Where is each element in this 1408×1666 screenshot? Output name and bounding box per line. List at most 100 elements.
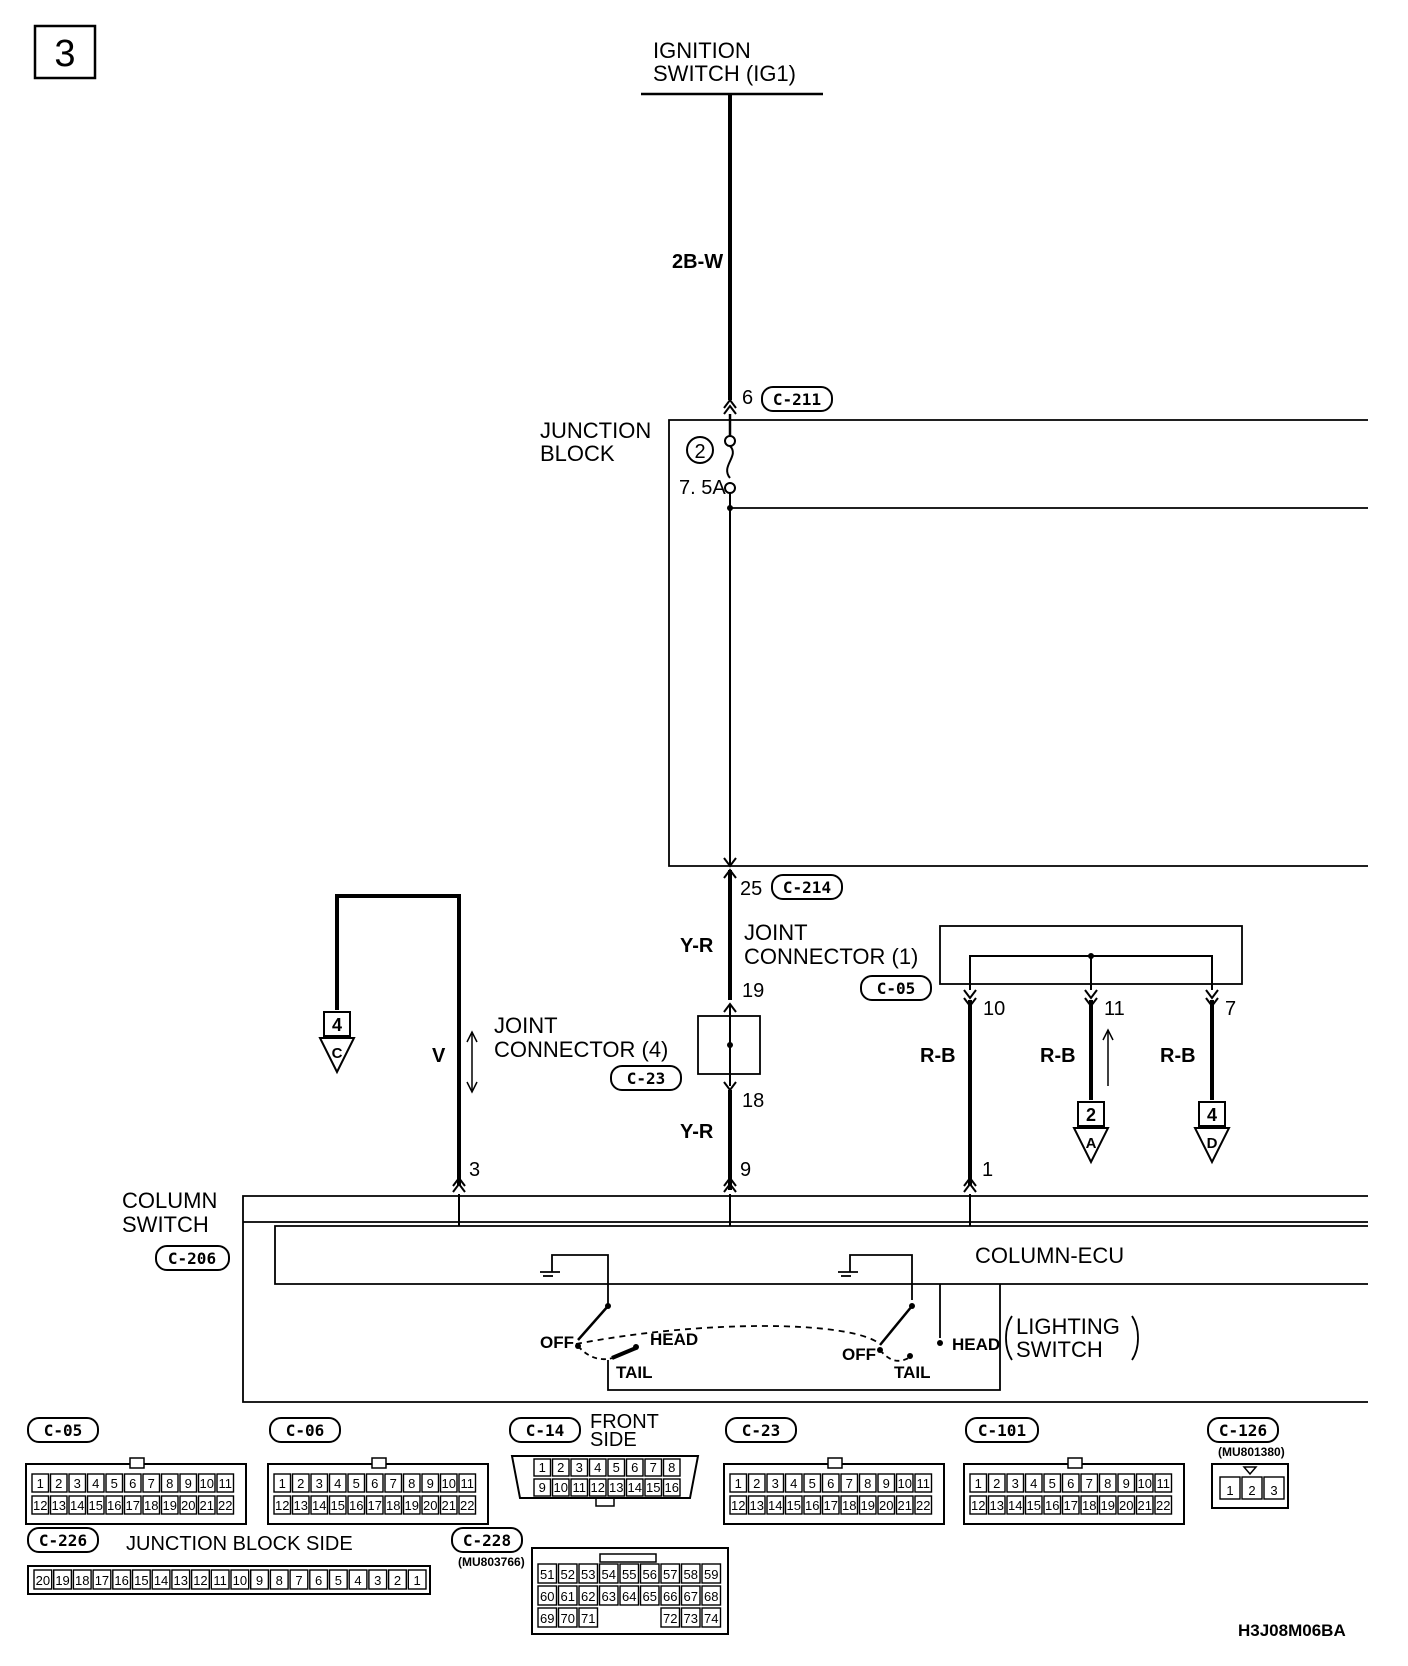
cv-c101-pin-17: 17 [1064,1498,1078,1513]
cv-c226-pin-19: 19 [55,1573,69,1588]
cv-c23-pin-6: 6 [827,1476,834,1491]
cv-c23-pin-13: 13 [750,1498,764,1513]
cv-c101-pin-15: 15 [1027,1498,1041,1513]
cv-c226-pin-16: 16 [114,1573,128,1588]
cv-c05-pin-11: 11 [219,1476,233,1491]
cv-c228-pin-61: 61 [561,1589,575,1604]
cv-c05-pin-20: 20 [181,1498,195,1513]
cv-c226-pin-15: 15 [134,1573,148,1588]
cv-c101-pin-7: 7 [1086,1476,1093,1491]
cv-c23-pin-18: 18 [842,1498,856,1513]
cv-c05-pin-12: 12 [33,1498,47,1513]
cv-c101-pin-6: 6 [1067,1476,1074,1491]
cv-c06-pin-10: 10 [442,1476,456,1491]
cv-c14-pin-4: 4 [594,1460,601,1475]
ignition-label-1: IGNITION [653,38,751,63]
cv-c101-pin-9: 9 [1123,1476,1130,1491]
cv-c14-pin-12: 12 [591,1480,605,1495]
cv-c101-pin-14: 14 [1008,1498,1022,1513]
fuse-number: 2 [694,441,705,463]
jc1-pin-11: 11 [1104,998,1125,1020]
cv-c06-pin-1: 1 [279,1476,286,1491]
cv-c23-pin-20: 20 [879,1498,893,1513]
cv-c05-pin-21: 21 [200,1498,214,1513]
lighting-tail-2: TAIL [894,1363,931,1382]
cv-c05-pin-17: 17 [126,1498,140,1513]
wire-color-rb-1: R-B [920,1045,956,1067]
cv-c05-pin-9: 9 [185,1476,192,1491]
cv-c226-pin-5: 5 [335,1573,342,1588]
cv-c226-pin-17: 17 [95,1573,109,1588]
cv-c226-pin-4: 4 [354,1573,361,1588]
cv-c06-pin-18: 18 [386,1498,400,1513]
cv-c226-pin-6: 6 [315,1573,322,1588]
column-switch-id: C-206 [168,1249,216,1268]
lighting-switch-label-1: LIGHTING [1016,1314,1120,1339]
wire-color-yr-lower: Y-R [680,1121,714,1143]
cv-c228-pin-65: 65 [643,1589,657,1604]
ignition-switch: IGNITION SWITCH (IG1) [641,38,823,96]
cv-c05-pin-7: 7 [148,1476,155,1491]
cv-c226-pin-14: 14 [154,1573,168,1588]
cv-c14-id: C-14 [526,1421,565,1440]
cv-c06-pin-8: 8 [408,1476,415,1491]
cv-c05-pin-10: 10 [200,1476,214,1491]
cv-c126-pin-3: 3 [1270,1483,1277,1498]
cv-c228-pin-67: 67 [684,1589,698,1604]
cv-c228-part: (MU803766) [458,1555,525,1569]
main-feed-wire: 2B-W [672,94,732,400]
junction-block-label-1: JUNCTION [540,418,651,443]
cv-c226-id: C-226 [39,1531,87,1550]
cv-c14-pin-1: 1 [539,1460,546,1475]
cv-c228-pin-72: 72 [663,1611,677,1626]
jc4-label-2: CONNECTOR (4) [494,1037,668,1062]
lighting-head-1: HEAD [650,1330,698,1349]
cv-c23-id: C-23 [742,1421,781,1440]
cv-c228-pin-56: 56 [643,1567,657,1582]
joint-connector-4: 19 18 JOINT CONNECTOR (4) C-23 [494,980,764,1112]
cv-c228-pin-64: 64 [622,1589,636,1604]
cv-c06-id: C-06 [286,1421,325,1440]
cv-c14-pin-6: 6 [631,1460,638,1475]
cv-c23-pin-2: 2 [753,1476,760,1491]
cv-c23-pin-4: 4 [790,1476,797,1491]
c211-pin: 6 [742,387,753,409]
cv-c06-pin-20: 20 [423,1498,437,1513]
cv-c226-pin-8: 8 [276,1573,283,1588]
column-pin-9: 9 [740,1159,751,1181]
cv-c23-pin-15: 15 [787,1498,801,1513]
cv-c228-pin-66: 66 [663,1589,677,1604]
cv-c228-pin-55: 55 [622,1567,636,1582]
cv-c23-pin-17: 17 [824,1498,838,1513]
off-page-a-letter: A [1086,1135,1097,1152]
connector-c214: 25 C-214 [723,857,843,900]
cv-c06-pin-17: 17 [368,1498,382,1513]
cv-c06-pin-22: 22 [460,1498,474,1513]
off-page-d-letter: D [1207,1135,1218,1152]
cv-c228-pin-62: 62 [581,1589,595,1604]
cv-c05-pin-22: 22 [218,1498,232,1513]
cv-c06-pin-6: 6 [371,1476,378,1491]
column-pin-3: 3 [469,1159,480,1181]
cv-c05-pin-5: 5 [111,1476,118,1491]
cv-c101-pin-13: 13 [990,1498,1004,1513]
cv-c228-pin-74: 74 [704,1611,718,1626]
cv-c101-pin-11: 11 [1157,1476,1171,1491]
cv-c23-pin-7: 7 [846,1476,853,1491]
cv-c226-pin-7: 7 [295,1573,302,1588]
cv-c06-pin-15: 15 [331,1498,345,1513]
cv-c101-pin-5: 5 [1049,1476,1056,1491]
cv-c14-pin-11: 11 [573,1480,587,1495]
cv-c14-pin-7: 7 [650,1460,657,1475]
cv-c126-pin-1: 1 [1226,1483,1233,1498]
off-page-a-num: 2 [1086,1105,1096,1125]
cv-c101-pin-1: 1 [975,1476,982,1491]
page-number-box: 3 [33,24,97,80]
cv-c228-pin-73: 73 [684,1611,698,1626]
cv-c226-pin-1: 1 [414,1573,421,1588]
